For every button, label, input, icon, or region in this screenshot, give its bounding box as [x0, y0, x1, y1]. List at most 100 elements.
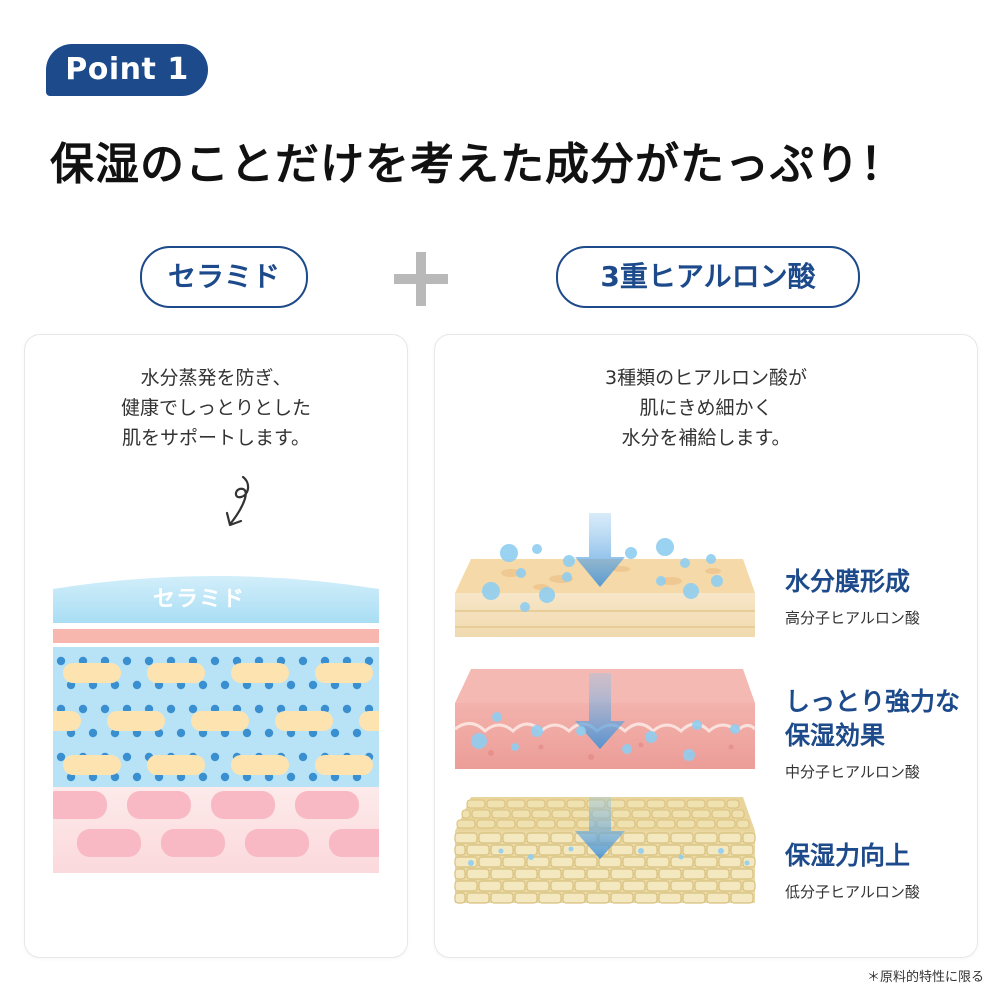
ceramide-lipid	[359, 711, 379, 731]
layer-1-title: 水分膜形成	[785, 567, 911, 596]
ceramide-lipid	[63, 663, 121, 683]
skin-cells	[53, 791, 379, 857]
hyaluronic-acid-pill: 3重ヒアルロン酸	[556, 246, 860, 308]
moisture-dot	[352, 728, 362, 738]
water-droplet	[539, 587, 555, 603]
water-droplet	[500, 544, 518, 562]
skin-cell	[77, 829, 141, 857]
brick-cell	[718, 880, 742, 892]
brick-cell	[691, 809, 711, 819]
moisture-dot	[56, 656, 66, 666]
water-droplet	[656, 538, 674, 556]
moisture-dot	[210, 752, 220, 762]
plus-icon	[394, 252, 448, 306]
moisture-dot	[122, 656, 132, 666]
brick-cell	[486, 799, 506, 809]
brick-cell	[694, 880, 718, 892]
water-droplet	[482, 582, 500, 600]
brick-cell	[682, 868, 706, 880]
layer-3-title: 保湿力向上	[785, 841, 911, 870]
moisture-dot	[342, 704, 352, 714]
moisture-dot	[220, 680, 230, 690]
brick-cell	[550, 832, 574, 844]
brick-cell	[478, 880, 502, 892]
brick-cell	[610, 844, 634, 856]
ceramide-lipid	[63, 755, 121, 775]
water-droplet	[563, 555, 575, 567]
moisture-dot	[110, 680, 120, 690]
brick-cell	[626, 799, 646, 809]
layer-1-subtitle: 高分子ヒアルロン酸	[785, 609, 920, 627]
water-droplet	[711, 575, 723, 587]
brick-cell	[454, 880, 478, 892]
moisture-dot	[254, 704, 264, 714]
brick-cell	[490, 892, 514, 904]
brick-cell	[574, 880, 598, 892]
moisture-dot	[286, 680, 296, 690]
brick-cell	[586, 892, 610, 904]
brick-cell	[551, 809, 571, 819]
water-droplet	[471, 733, 487, 749]
ceramide-lipid	[315, 663, 373, 683]
brick-cell	[706, 892, 730, 904]
water-droplet	[511, 743, 519, 751]
brick-cell	[511, 809, 531, 819]
water-droplet	[492, 712, 502, 722]
water-droplet	[516, 568, 526, 578]
water-droplet	[718, 848, 724, 854]
brick-cell	[711, 809, 731, 819]
brick-cell	[610, 892, 634, 904]
water-droplet	[730, 724, 740, 734]
brick-cell	[634, 892, 658, 904]
ceramide-lipid	[191, 711, 249, 731]
brick-cell	[676, 819, 696, 829]
brick-cell	[490, 868, 514, 880]
ceramide-lipid	[231, 663, 289, 683]
skin-cell	[211, 791, 275, 819]
ceramide-lipid	[147, 755, 205, 775]
brick-cell	[634, 868, 658, 880]
ceramide-lipid	[231, 755, 289, 775]
brick-cell	[706, 868, 730, 880]
ceramide-desc-line-2: 健康でしっとりとした	[120, 397, 311, 419]
brick-cell	[466, 892, 490, 904]
moisture-dot	[308, 680, 318, 690]
hyaluronic-desc-line-2: 肌にきめ細かく	[639, 397, 773, 419]
water-droplet	[520, 602, 530, 612]
layer-2-title-line-2: 保湿効果	[785, 721, 886, 750]
ceramide-description: 水分蒸発を防ぎ、 健康でしっとりとした 肌をサポートします。	[25, 363, 407, 453]
moisture-dot	[276, 704, 286, 714]
moisture-dot	[144, 656, 154, 666]
ceramide-desc-line-3: 肌をサポートします。	[121, 427, 311, 449]
down-arrow-icon	[575, 797, 625, 859]
hyaluronic-card: 3種類のヒアルロン酸が 肌にきめ細かく 水分を補給します。	[434, 334, 978, 958]
skin-cell	[245, 829, 309, 857]
brick-cell	[526, 799, 546, 809]
water-droplet	[568, 846, 574, 852]
moisture-dot	[298, 656, 308, 666]
brick-cell	[610, 868, 634, 880]
moisture-dot	[220, 772, 230, 782]
brick-cell	[651, 809, 671, 819]
brick-cell	[598, 880, 622, 892]
brick-cell	[646, 856, 670, 868]
brick-cell	[478, 832, 502, 844]
moisture-dot	[110, 772, 120, 782]
brick-cell	[706, 844, 730, 856]
water-droplet	[692, 720, 702, 730]
layer-label-3: 保湿力向上 低分子ヒアルロン酸	[785, 839, 920, 902]
brick-cell	[671, 809, 691, 819]
brick-cell	[538, 844, 562, 856]
brick-cell	[531, 809, 551, 819]
footnote: ＊原料的特性に限る	[866, 970, 984, 985]
brick-cell	[574, 856, 598, 868]
skin-cell	[53, 791, 107, 819]
brick-cell	[550, 856, 574, 868]
brick-cell	[694, 832, 718, 844]
ceramide-pill: セラミド	[140, 246, 308, 308]
layer-label-2: しっとり強力な 保湿効果 中分子ヒアルロン酸	[785, 685, 960, 782]
brick-cell	[478, 856, 502, 868]
water-droplet	[498, 848, 504, 854]
brick-cell	[742, 880, 756, 892]
brick-cell	[646, 880, 670, 892]
